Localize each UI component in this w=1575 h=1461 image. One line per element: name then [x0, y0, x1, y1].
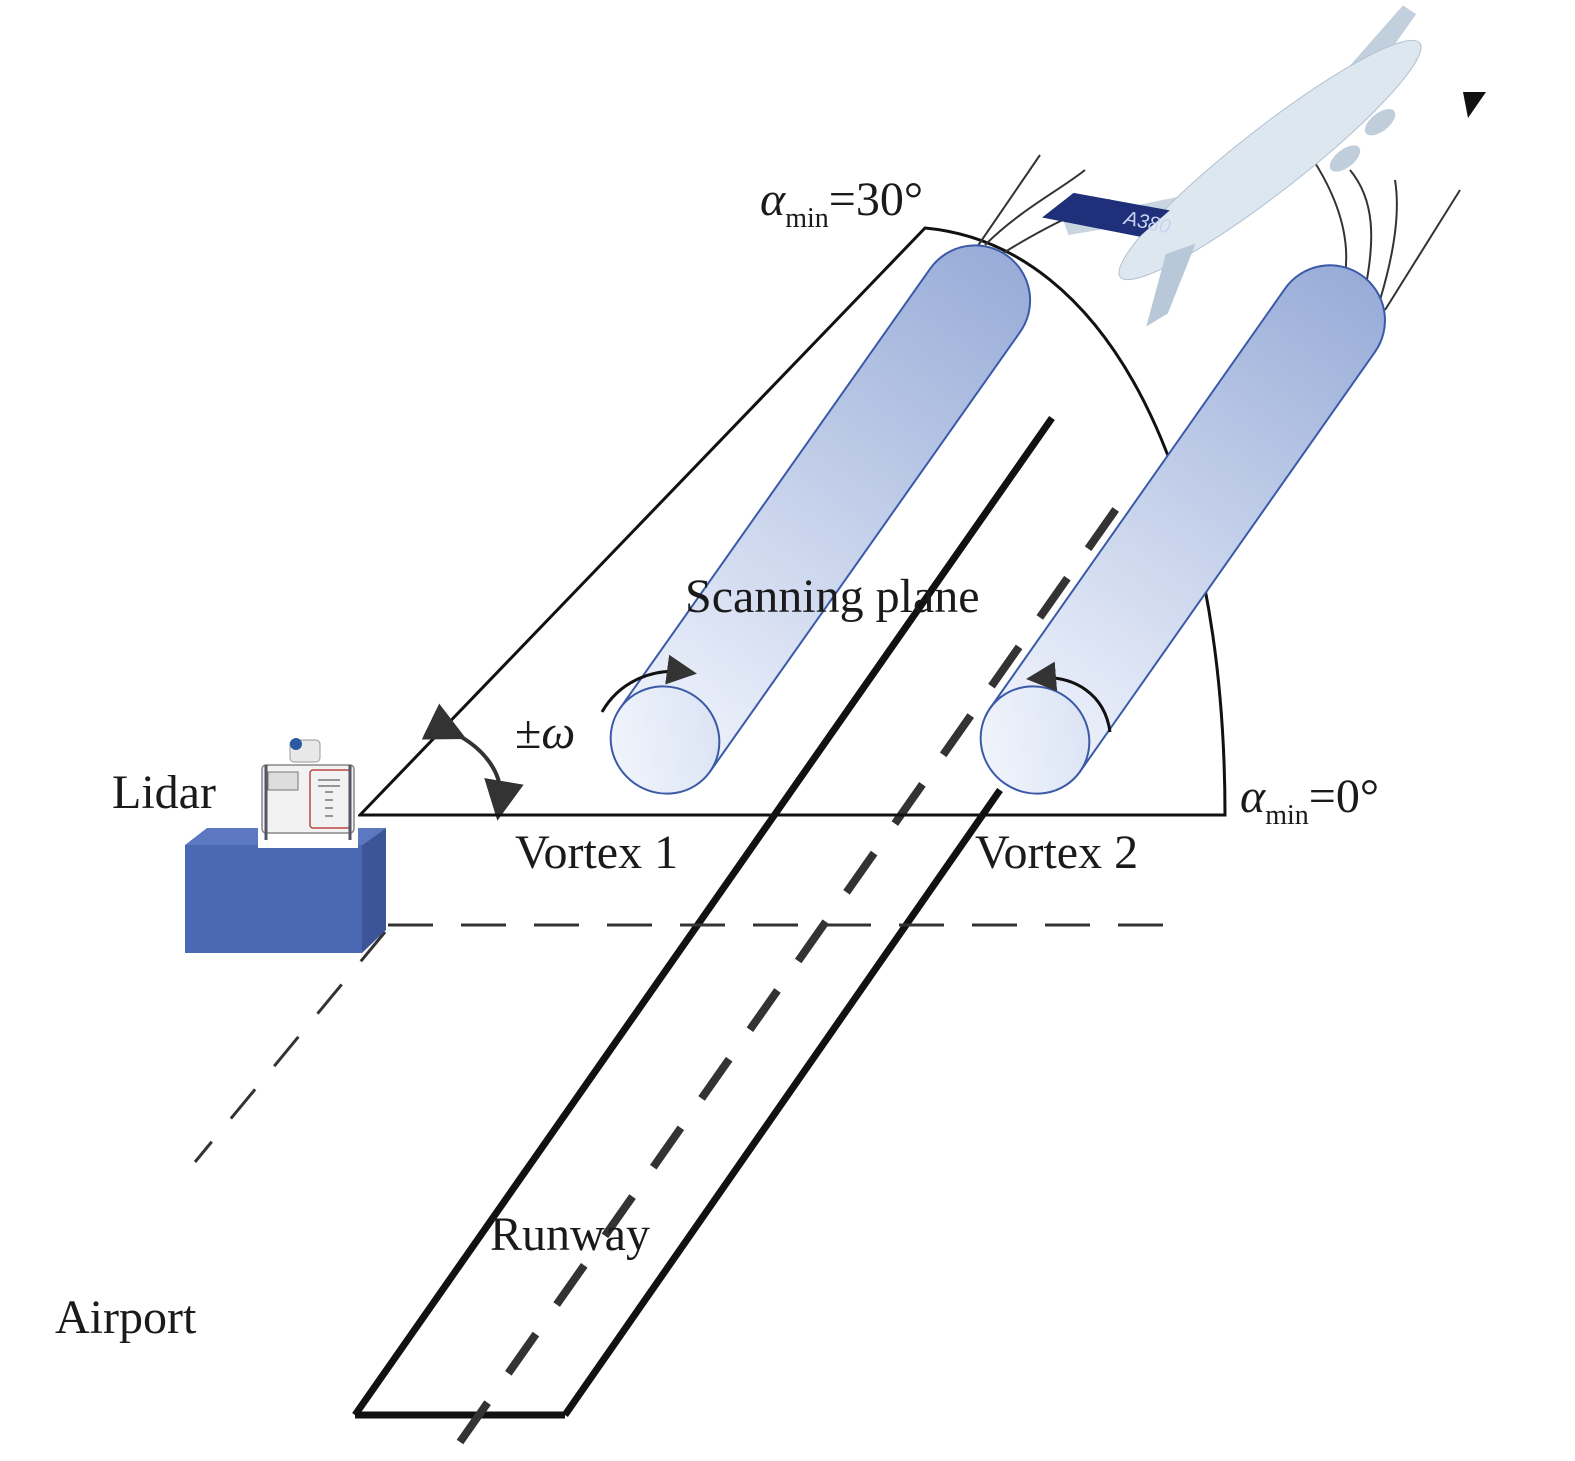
vortex-2-cross-section [979, 685, 1091, 795]
vortex-1-rotation-arrow [600, 654, 697, 713]
vortex-2-label: Vortex 2 [975, 826, 1138, 879]
alpha-max-label: αmin=30° [760, 173, 923, 234]
vortex-2-rotation-arrow [1026, 661, 1112, 733]
runway-centerline [456, 479, 1139, 1445]
vortex-1-label: Vortex 1 [515, 826, 678, 879]
scanning-plane-label: Scanning plane [685, 570, 980, 623]
ground-diagonal-line [193, 931, 387, 1163]
airport-label: Airport [55, 1291, 197, 1344]
runway-left-edge [352, 415, 1055, 1418]
lidar-device-icon [258, 738, 358, 848]
runway-right-edge [562, 788, 1003, 1417]
vortex-2-tube [979, 264, 1386, 795]
lidar-label: Lidar [112, 766, 216, 819]
alpha-min-label: αmin=0° [1240, 770, 1379, 831]
direction-arrow-icon [1463, 92, 1486, 118]
runway [352, 415, 1139, 1445]
omega-label: ±ω [515, 706, 575, 759]
vortex-1-cross-section [609, 685, 721, 795]
aircraft-a380-icon: A380 [1042, 5, 1422, 327]
runway-label: Runway [490, 1208, 650, 1261]
scan-angle-arrow [421, 703, 524, 821]
wake-trails [974, 154, 1461, 311]
vortex-1-tube [609, 244, 1032, 795]
